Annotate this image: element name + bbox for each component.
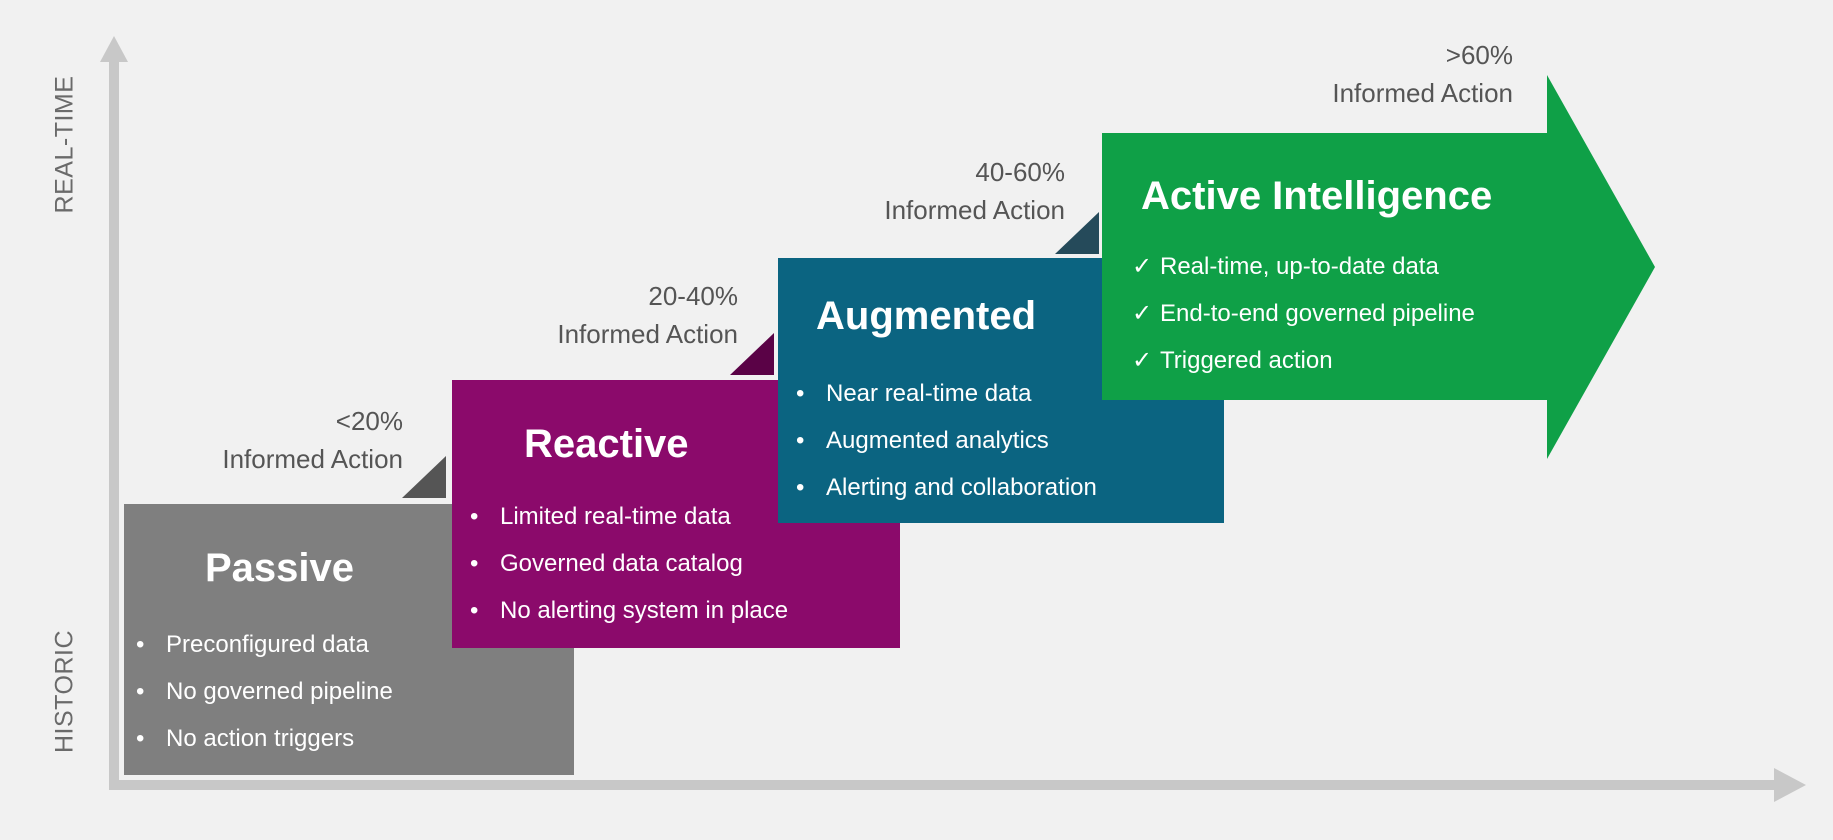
list-item: •Preconfigured data xyxy=(136,621,393,668)
stage-title: Reactive xyxy=(524,422,689,466)
list-item: ✓Triggered action xyxy=(1132,337,1475,384)
bullet-icon: • xyxy=(470,550,479,577)
active-arrow xyxy=(1102,75,1655,459)
bullet-icon: • xyxy=(136,678,145,705)
pct-value: <20% xyxy=(335,406,403,436)
pct-label: Informed Action xyxy=(1332,78,1513,108)
bullet-icon: • xyxy=(136,725,145,752)
reactive-informed-action: 20-40% Informed Action xyxy=(557,277,738,353)
stage-items: •Preconfigured data •No governed pipelin… xyxy=(136,621,393,762)
x-axis-arrowhead xyxy=(1774,768,1806,802)
passive-informed-action: <20% Informed Action xyxy=(222,402,403,478)
stage-passive: Passive •Preconfigured data •No governed… xyxy=(124,504,574,775)
list-item: •No alerting system in place xyxy=(470,587,788,634)
check-icon: ✓ xyxy=(1132,300,1153,327)
list-item: •Near real-time data xyxy=(796,370,1097,417)
pct-label: Informed Action xyxy=(884,195,1065,225)
list-item: ✓Real-time, up-to-date data xyxy=(1132,243,1475,290)
stage-items: •Limited real-time data •Governed data c… xyxy=(470,493,788,634)
bullet-icon: • xyxy=(796,427,805,454)
list-item: ✓End-to-end governed pipeline xyxy=(1132,290,1475,337)
stage-items: ✓Real-time, up-to-date data ✓End-to-end … xyxy=(1132,243,1475,384)
pct-value: 20-40% xyxy=(648,281,738,311)
stage-items: •Near real-time data •Augmented analytic… xyxy=(796,370,1097,511)
bullet-icon: • xyxy=(470,597,479,624)
bullet-icon: • xyxy=(796,474,805,501)
list-item: •Alerting and collaboration xyxy=(796,464,1097,511)
list-item: •Governed data catalog xyxy=(470,540,788,587)
reactive-step-triangle xyxy=(730,333,774,375)
augmented-step-triangle xyxy=(1055,212,1099,254)
list-item: •No governed pipeline xyxy=(136,668,393,715)
list-item: •Limited real-time data xyxy=(470,493,788,540)
stage-title: Active Intelligence xyxy=(1141,174,1493,218)
list-item: •No action triggers xyxy=(136,715,393,762)
list-item: •Augmented analytics xyxy=(796,417,1097,464)
augmented-informed-action: 40-60% Informed Action xyxy=(884,153,1065,229)
check-icon: ✓ xyxy=(1132,347,1153,374)
bullet-icon: • xyxy=(470,503,479,530)
stage-title: Passive xyxy=(205,546,355,590)
pct-value: >60% xyxy=(1445,40,1513,70)
bullet-icon: • xyxy=(796,380,805,407)
stage-title: Augmented xyxy=(816,294,1036,338)
stage-augmented: Augmented •Near real-time data •Augmente… xyxy=(778,258,1224,523)
passive-step-triangle xyxy=(402,456,446,498)
check-icon: ✓ xyxy=(1132,253,1153,280)
stage-reactive: Reactive •Limited real-time data •Govern… xyxy=(452,380,900,648)
pct-label: Informed Action xyxy=(222,444,403,474)
stage-active-intelligence: Active Intelligence ✓Real-time, up-to-da… xyxy=(1102,133,1547,400)
pct-value: 40-60% xyxy=(975,157,1065,187)
pct-label: Informed Action xyxy=(557,319,738,349)
y-axis-arrowhead xyxy=(100,36,128,62)
bullet-icon: • xyxy=(136,631,145,658)
y-axis-top-label: REAL-TIME xyxy=(50,75,79,214)
y-axis-bottom-label: HISTORIC xyxy=(50,630,79,753)
active-informed-action: >60% Informed Action xyxy=(1332,36,1513,112)
